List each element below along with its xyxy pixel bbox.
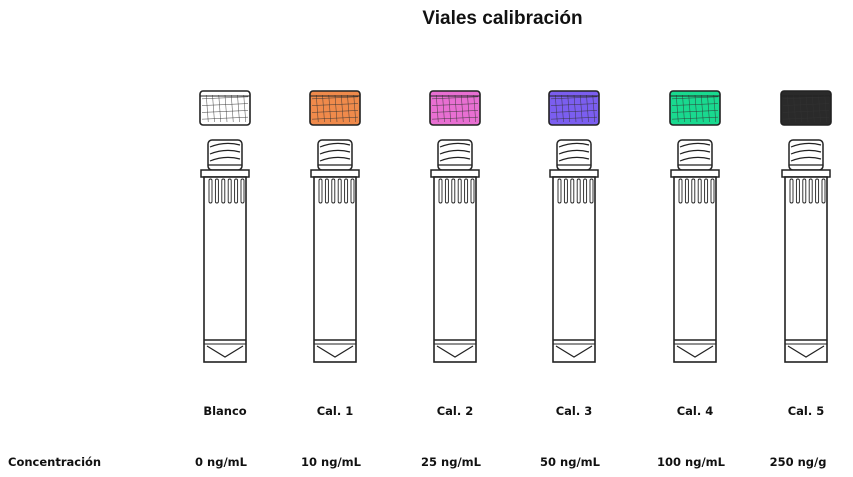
vials-illustration <box>199 90 832 363</box>
vial-neck <box>788 139 824 171</box>
vial-cap <box>429 90 481 126</box>
vial-collar <box>781 169 831 178</box>
vial-label: Blanco <box>203 404 247 418</box>
vial-collar <box>200 169 250 178</box>
vial-cal-1 <box>309 90 361 363</box>
vial-neck <box>437 139 473 171</box>
vial-cal-3 <box>548 90 600 363</box>
vial-cal-2 <box>429 90 481 363</box>
vial-blanco <box>199 90 251 363</box>
vial-label: Cal. 2 <box>436 404 474 418</box>
vial-concentration: 25 ng/mL <box>421 455 481 469</box>
vial-neck <box>207 139 243 171</box>
vial-body <box>673 176 717 363</box>
vial-label: Cal. 5 <box>787 404 825 418</box>
vial-concentration: 0 ng/mL <box>195 455 247 469</box>
vial-body <box>552 176 596 363</box>
vial-label: Cal. 1 <box>316 404 354 418</box>
vial-cap <box>669 90 721 126</box>
vial-collar <box>310 169 360 178</box>
vial-neck <box>317 139 353 171</box>
vial-label: Cal. 3 <box>555 404 593 418</box>
vial-cal-4 <box>669 90 721 363</box>
vial-body <box>433 176 477 363</box>
vial-concentration: 10 ng/mL <box>301 455 361 469</box>
vial-neck <box>556 139 592 171</box>
vial-concentration: 100 ng/mL <box>657 455 725 469</box>
vial-body <box>203 176 247 363</box>
vial-cap <box>309 90 361 126</box>
concentration-row-label: Concentración <box>8 455 102 469</box>
vial-cal-5 <box>780 90 832 363</box>
vial-body <box>784 176 828 363</box>
vial-neck <box>677 139 713 171</box>
vial-collar <box>670 169 720 178</box>
vial-cap <box>199 90 251 126</box>
diagram-title: Viales calibración <box>422 8 583 29</box>
vial-cap <box>780 90 832 126</box>
vial-concentration: 250 ng/g <box>769 455 827 469</box>
vial-cap <box>548 90 600 126</box>
vial-collar <box>549 169 599 178</box>
vial-label: Cal. 4 <box>676 404 714 418</box>
vial-body <box>313 176 357 363</box>
vial-concentration: 50 ng/mL <box>540 455 600 469</box>
vial-collar <box>430 169 480 178</box>
